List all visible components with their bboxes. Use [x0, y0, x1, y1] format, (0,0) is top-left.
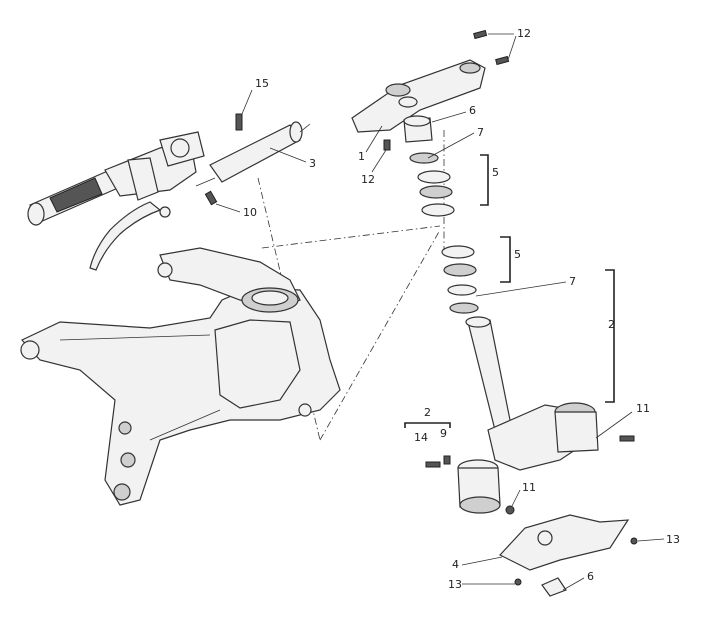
callout-6: 6	[469, 104, 476, 117]
handlebar-assembly	[27, 131, 205, 271]
callout-11: 11	[636, 402, 650, 415]
callout-14: 14	[414, 431, 428, 444]
upper-bearing-stack	[403, 115, 455, 217]
callout-10: 10	[243, 206, 257, 219]
callout-labels: 12 6 7 1 12 5 15 3 10 5 7 2 11 2 14 9 11…	[243, 27, 680, 591]
callout-5: 5	[514, 248, 521, 261]
callout-6: 6	[587, 570, 594, 583]
callout-5: 5	[492, 166, 499, 179]
frame	[20, 247, 341, 506]
lower-bearing-stack	[441, 245, 479, 314]
steering-damper	[195, 113, 311, 206]
callout-12: 12	[517, 27, 531, 40]
group-brackets	[404, 154, 615, 428]
upper-triple-clamp	[351, 29, 510, 151]
stem-guard	[499, 514, 638, 597]
callout-9: 9	[440, 427, 447, 440]
callout-7: 7	[477, 126, 484, 139]
callout-2: 2	[424, 406, 431, 419]
callout-4: 4	[452, 558, 459, 571]
callout-3: 3	[309, 157, 316, 170]
callout-15: 15	[255, 77, 269, 90]
callout-13: 13	[448, 578, 462, 591]
callout-2: 2	[608, 318, 615, 331]
leader-lines	[215, 33, 665, 591]
callout-11: 11	[522, 481, 536, 494]
callout-13: 13	[666, 533, 680, 546]
callout-12: 12	[361, 173, 375, 186]
callout-7: 7	[569, 275, 576, 288]
callout-1: 1	[358, 150, 365, 163]
steering-stem	[425, 316, 635, 515]
